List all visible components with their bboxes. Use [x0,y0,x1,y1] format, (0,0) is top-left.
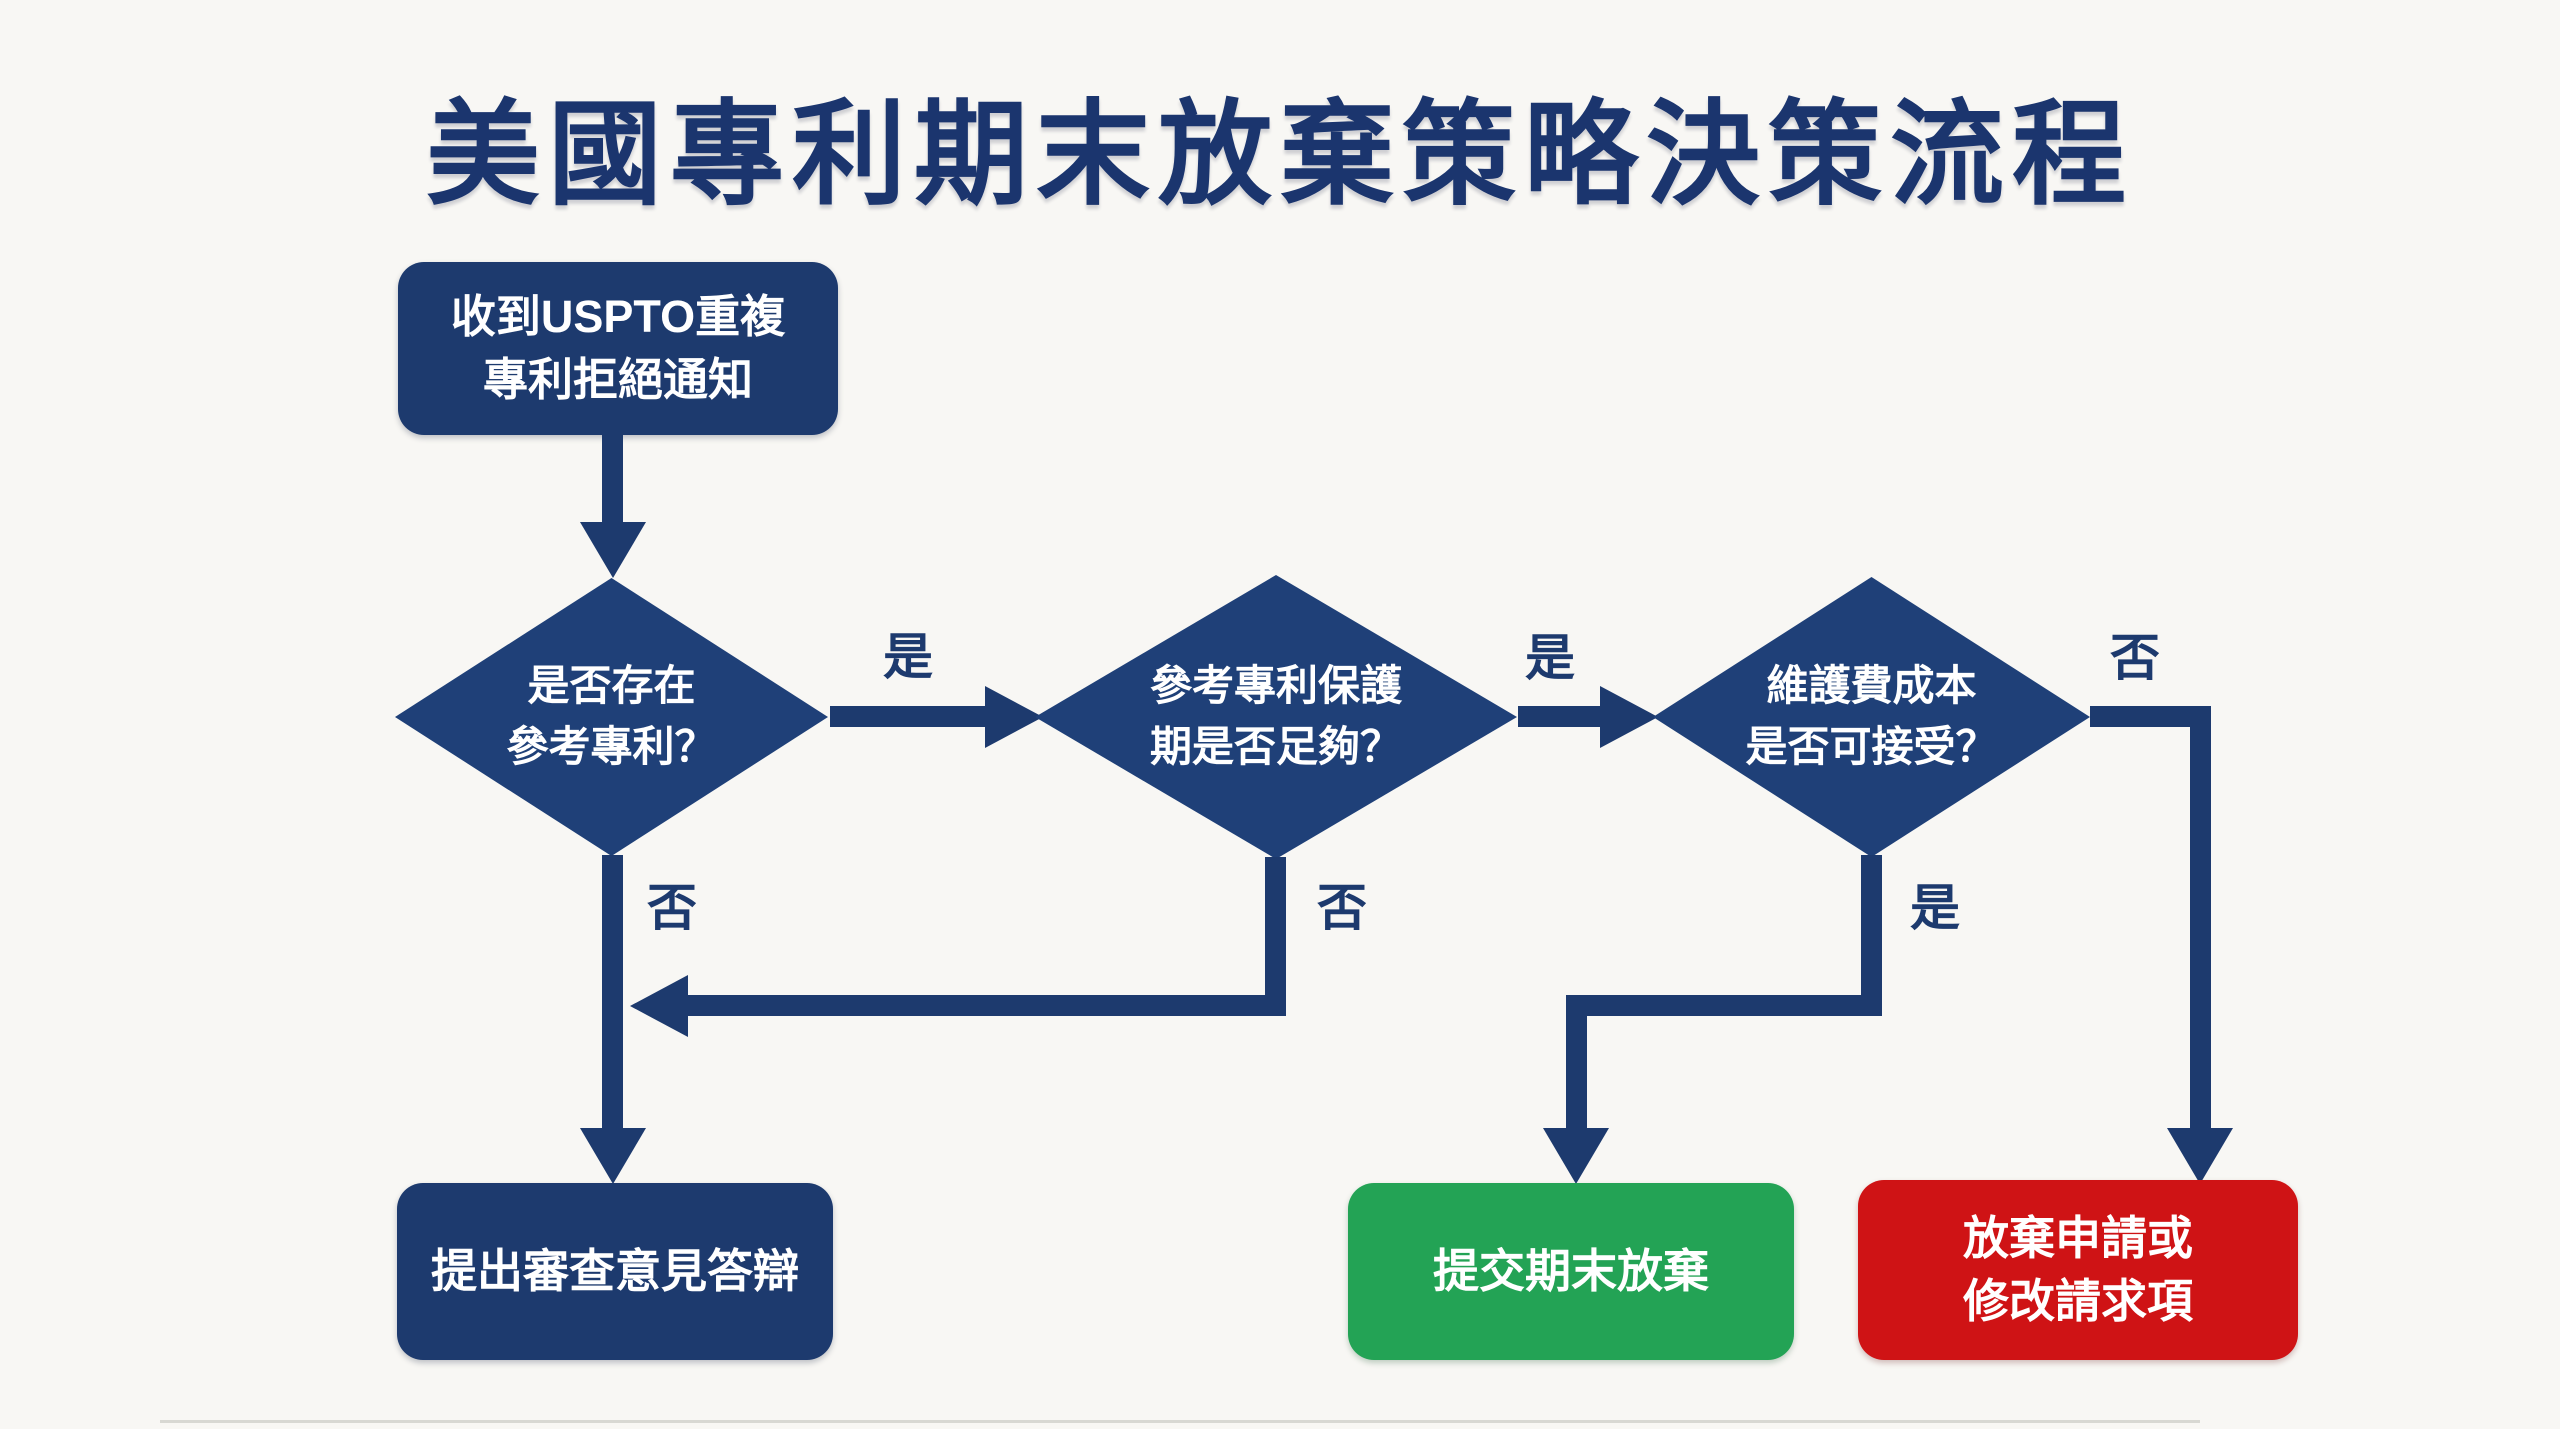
abandon-line2: 修改請求項 [1963,1275,2193,1327]
edge-label-d1-no: 否 [647,880,697,936]
bottom-edge-shadow [160,1420,2200,1423]
edge-label-d3-yes: 是 [1910,880,1960,936]
node-start-receive-uspto-rejection: 收到USPTO重複 專利拒絕通知 [398,262,838,435]
edge-label-d2-no: 否 [1317,880,1367,936]
arrow-d3-yes-vline2 [1566,995,1587,1132]
arrow-d2-to-d3-head [1600,686,1658,748]
node-start-line2: 專利拒絕通知 [482,353,753,405]
edge-label-d3-no: 否 [2110,630,2160,686]
abandon-line1: 放棄申請或 [1963,1211,2193,1264]
node-end-abandon-or-amend: 放棄申請或 修改請求項 [1858,1180,2298,1360]
respond-label: 提出審查意見答辯 [431,1244,799,1297]
decision1-line2: 參考專利？ [506,723,717,770]
arrow-d3-yes-hline [1566,995,1882,1016]
arrow-d1-to-d2-head [985,686,1043,748]
terminal-disclaimer-label: 提交期末放棄 [1433,1244,1709,1297]
arrow-d2-no-hline [686,995,1286,1016]
arrow-start-to-d1-head [580,522,646,578]
arrow-d2-to-d3-line [1518,706,1604,727]
node-decision-protection-period-sufficient: 參考專利保護 期是否足夠？ [1035,575,1517,859]
arrow-d3-no-hline [2090,706,2211,727]
arrow-d2-no-head [630,975,688,1037]
node-start-line1: 收到USPTO重複 [450,291,786,343]
arrow-d2-no-vline [1265,857,1286,1016]
arrow-d3-no-head [2167,1128,2233,1184]
decision3-line1: 維護費成本 [1766,662,1977,710]
arrow-d1-to-d2-line [830,706,987,727]
arrow-d3-yes-head [1543,1128,1609,1184]
node-end-file-office-action-response: 提出審查意見答辯 [397,1183,833,1360]
arrow-d3-no-vline [2190,706,2211,1132]
page-title: 美國專利期末放棄策略決策流程 [425,92,2134,219]
arrow-start-to-d1-line [602,435,623,525]
node-decision-reference-patent-exists: 是否存在 參考專利？ [395,578,828,856]
decision3-line2: 是否可接受？ [1745,723,1998,770]
edge-label-d1-yes: 是 [883,629,933,685]
decision2-line1: 參考專利保護 [1149,662,1402,710]
node-end-file-terminal-disclaimer: 提交期末放棄 [1348,1183,1794,1360]
node-decision-maintenance-cost-acceptable: 維護費成本 是否可接受？ [1653,577,2090,857]
arrow-d1-no-line [602,855,623,1130]
decision1-line1: 是否存在 [527,662,696,710]
arrow-d3-yes-vline1 [1861,855,1882,1016]
arrow-d1-no-head [580,1128,646,1184]
decision2-line2: 期是否足夠？ [1149,723,1402,770]
edge-label-d2-yes: 是 [1525,630,1575,686]
